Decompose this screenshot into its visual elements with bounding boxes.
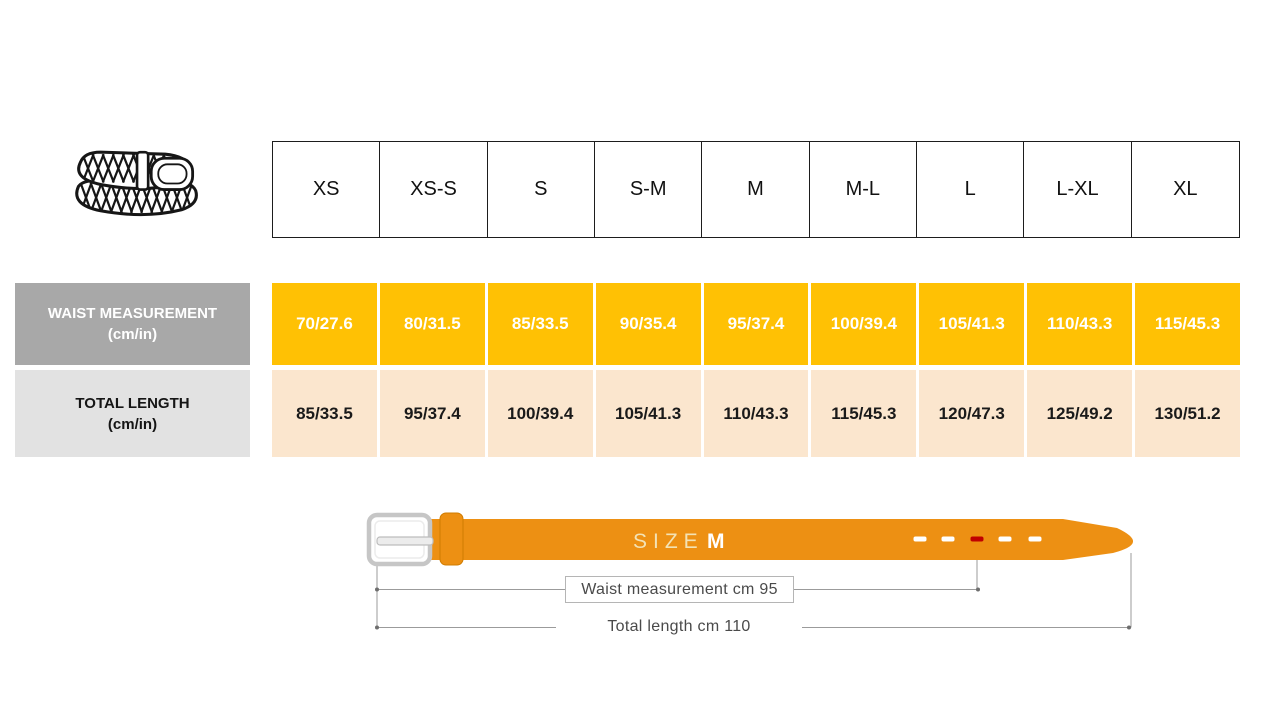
length-value: 105/41.3 [595, 370, 701, 457]
size-col-xl: XL [1173, 178, 1198, 200]
length-row-label-unit: (cm/in) [107, 415, 158, 433]
length-values-row: 85/33.5 95/37.4 100/39.4 105/41.3 110/43… [272, 370, 1240, 457]
waist-row-label-text: WAIST MEASUREMENT [47, 305, 218, 322]
measurement-end-dots [375, 587, 1131, 630]
belt-measure-diagram: SIZE M [366, 512, 1134, 630]
waist-value: 90/35.4 [595, 283, 701, 365]
waist-annotation-box: Waist measurement cm 95 [565, 576, 794, 603]
size-col-xs: XS [273, 142, 381, 237]
waist-value: 100/39.4 [811, 283, 917, 365]
waist-value: 95/37.4 [703, 283, 809, 365]
measurement-lines [376, 545, 1132, 628]
length-value: 115/45.3 [811, 370, 917, 457]
length-annotation: Total length cm 110 [607, 617, 751, 635]
belt-tip [1063, 519, 1134, 560]
length-value: 110/43.3 [703, 370, 809, 457]
waist-value: 105/41.3 [919, 283, 1025, 365]
belt-prong [376, 536, 434, 546]
length-value: 85/33.5 [272, 370, 377, 457]
length-row-label-text: TOTAL LENGTH [75, 394, 190, 412]
length-value: 100/39.4 [487, 370, 593, 457]
length-value: 120/47.3 [919, 370, 1025, 457]
waist-values-row: 70/27.6 80/31.5 85/33.5 90/35.4 95/37.4 … [272, 283, 1240, 365]
size-col-s: S [488, 142, 595, 237]
belt-size-prefix: SIZE [633, 530, 704, 553]
belt-holes [913, 536, 1042, 542]
belt-keeper [439, 512, 464, 566]
icon-belt-keeper [135, 150, 150, 191]
size-header-row: XS XS-S S S-M M M-L L L-XL XL [272, 141, 1240, 238]
waist-value: 85/33.5 [487, 283, 593, 365]
size-col-l-xl: L-XL [1024, 142, 1132, 237]
waist-value: 70/27.6 [272, 283, 377, 365]
size-col-xs-s: XS-S [380, 142, 488, 237]
length-value: 125/49.2 [1027, 370, 1133, 457]
braided-belt-icon [75, 150, 198, 217]
size-col-s-m: S-M [595, 142, 703, 237]
waist-row-label-unit: (cm/in) [107, 326, 158, 343]
size-col-m: M [702, 142, 810, 237]
waist-value: 80/31.5 [379, 283, 485, 365]
length-row-label: TOTAL LENGTH (cm/in) [15, 370, 250, 457]
size-col-m-l: M-L [810, 142, 917, 237]
length-value: 130/51.2 [1135, 370, 1240, 457]
belt-size-value: M [707, 530, 725, 553]
waist-row-label: WAIST MEASUREMENT (cm/in) [15, 283, 250, 365]
belt-hole-highlighted [970, 536, 984, 542]
waist-value: 115/45.3 [1135, 283, 1240, 365]
waist-value: 110/43.3 [1027, 283, 1133, 365]
size-col-l: L [917, 142, 1025, 237]
belt-strap [427, 519, 1063, 560]
length-value: 95/37.4 [379, 370, 485, 457]
